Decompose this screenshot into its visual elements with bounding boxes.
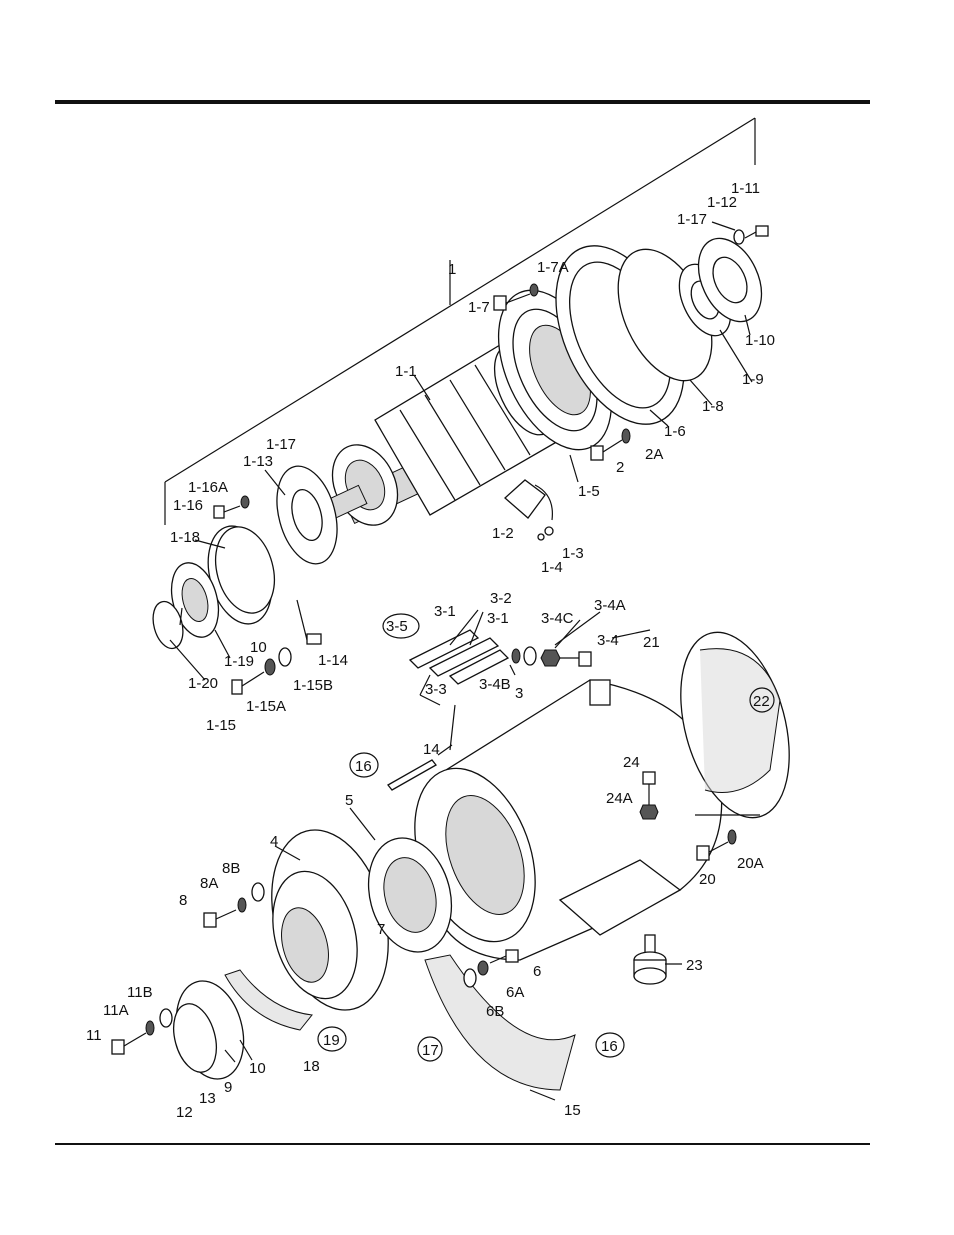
label-1-7A: 1-7A bbox=[537, 259, 569, 276]
label-1-15: 1-15 bbox=[206, 717, 236, 734]
label-1: 1 bbox=[448, 261, 456, 278]
label-8A: 8A bbox=[200, 875, 218, 892]
label-4: 4 bbox=[270, 833, 278, 850]
label-1-7: 1-7 bbox=[468, 299, 490, 316]
label-1-15A: 1-15A bbox=[246, 698, 286, 715]
grease-fitting-1-14 bbox=[297, 600, 321, 644]
label-16-left: 16 bbox=[355, 758, 372, 775]
label-1-2: 1-2 bbox=[492, 525, 514, 542]
label-3-1-right: 3-1 bbox=[487, 610, 509, 627]
label-11A: 11A bbox=[103, 1002, 129, 1019]
label-24A: 24A bbox=[606, 790, 633, 807]
bolt-1-11 bbox=[745, 226, 768, 238]
label-16-right: 16 bbox=[601, 1038, 618, 1055]
label-3-4B: 3-4B bbox=[479, 676, 511, 693]
label-9: 9 bbox=[224, 1079, 232, 1096]
label-23: 23 bbox=[686, 957, 703, 974]
label-6B: 6B bbox=[486, 1003, 504, 1020]
label-20: 20 bbox=[699, 871, 716, 888]
label-1-3: 1-3 bbox=[562, 545, 584, 562]
label-1-4: 1-4 bbox=[541, 559, 563, 576]
label-21: 21 bbox=[643, 634, 660, 651]
label-5: 5 bbox=[345, 792, 353, 809]
label-8B: 8B bbox=[222, 860, 240, 877]
label-1-12: 1-12 bbox=[707, 194, 737, 211]
label-3-4A: 3-4A bbox=[594, 597, 626, 614]
label-7: 7 bbox=[377, 921, 385, 938]
label-2: 2 bbox=[616, 459, 624, 476]
label-3-5: 3-5 bbox=[386, 618, 408, 635]
label-1-17-top: 1-17 bbox=[677, 211, 707, 228]
label-11: 11 bbox=[86, 1027, 102, 1044]
label-1-18: 1-18 bbox=[170, 529, 200, 546]
washer-1-12 bbox=[734, 230, 744, 244]
bolt-3-4 bbox=[512, 647, 591, 666]
label-3-4: 3-4 bbox=[597, 632, 619, 649]
label-12: 12 bbox=[176, 1104, 193, 1121]
label-1-10: 1-10 bbox=[745, 332, 775, 349]
label-14: 14 bbox=[423, 741, 440, 758]
label-1-16: 1-16 bbox=[173, 497, 203, 514]
label-10-upper: 10 bbox=[250, 639, 267, 656]
label-11B: 11B bbox=[127, 984, 153, 1001]
label-1-20: 1-20 bbox=[188, 675, 218, 692]
label-13: 13 bbox=[199, 1090, 216, 1107]
label-10-lower: 10 bbox=[249, 1060, 266, 1077]
label-1-1: 1-1 bbox=[395, 363, 417, 380]
label-6A: 6A bbox=[506, 984, 524, 1001]
label-1-5: 1-5 bbox=[578, 483, 600, 500]
label-3: 3 bbox=[515, 685, 523, 702]
label-3-2: 3-2 bbox=[490, 590, 512, 607]
label-1-8: 1-8 bbox=[702, 398, 724, 415]
label-6: 6 bbox=[533, 963, 541, 980]
label-19: 19 bbox=[323, 1032, 340, 1049]
label-1-17-left: 1-17 bbox=[266, 436, 296, 453]
label-17: 17 bbox=[422, 1042, 439, 1059]
label-1-15B: 1-15B bbox=[293, 677, 333, 694]
label-2A: 2A bbox=[645, 446, 663, 463]
label-3-4C: 3-4C bbox=[541, 610, 574, 627]
bolt-1-16 bbox=[214, 496, 249, 518]
label-15: 15 bbox=[564, 1102, 581, 1119]
label-18: 18 bbox=[303, 1058, 320, 1075]
label-8: 8 bbox=[179, 892, 187, 909]
screen-15 bbox=[425, 955, 575, 1090]
label-22: 22 bbox=[753, 693, 770, 710]
label-1-13: 1-13 bbox=[243, 453, 273, 470]
label-1-6: 1-6 bbox=[664, 423, 686, 440]
label-3-3: 3-3 bbox=[425, 681, 447, 698]
label-3-1-left: 3-1 bbox=[434, 603, 456, 620]
label-24: 24 bbox=[623, 754, 640, 771]
label-1-16A: 1-16A bbox=[188, 479, 228, 496]
label-1-9: 1-9 bbox=[742, 371, 764, 388]
label-20A: 20A bbox=[737, 855, 764, 872]
label-1-14: 1-14 bbox=[318, 652, 348, 669]
mount-23 bbox=[634, 935, 666, 984]
